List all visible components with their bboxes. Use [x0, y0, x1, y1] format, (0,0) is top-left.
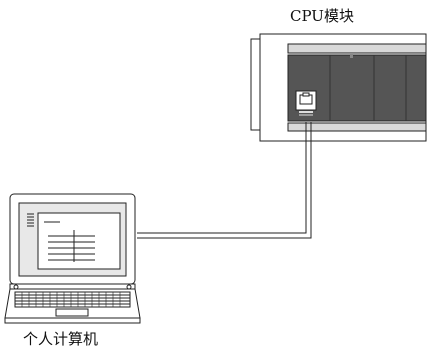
- screen-sidebar-lines: [27, 213, 34, 227]
- cpu-module-top-stripe: [287, 43, 427, 54]
- personal-computer-label: 个人计算机: [23, 330, 99, 348]
- screen-window: [37, 212, 121, 270]
- screen-content-lines: [44, 221, 95, 262]
- ethernet-cable: [137, 122, 312, 239]
- touchpad: [55, 308, 89, 317]
- keyboard: [14, 291, 131, 308]
- ethernet-port-icon: [295, 90, 317, 116]
- cpu-module: [250, 33, 427, 142]
- laptop-bottom-edge: [4, 317, 141, 324]
- cpu-module-label: CPU模块: [290, 7, 354, 25]
- hinge-left: [13, 284, 19, 290]
- hinge-right: [126, 284, 132, 290]
- panel-notch: [350, 54, 353, 58]
- personal-computer: [4, 193, 141, 324]
- cpu-module-bottom-stripe: [287, 122, 427, 132]
- laptop-hinge: [9, 283, 136, 290]
